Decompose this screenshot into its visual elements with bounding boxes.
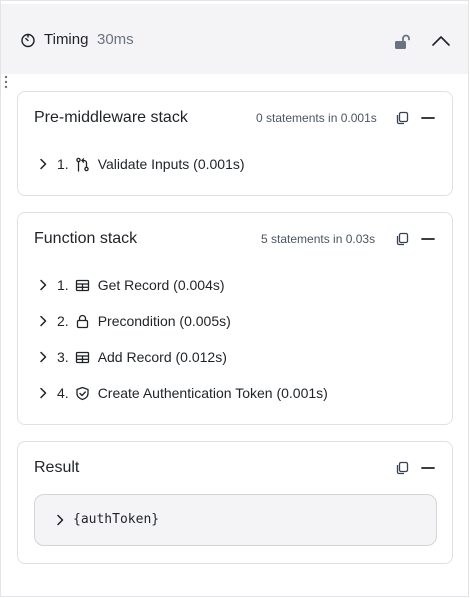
minus-icon[interactable]: [421, 111, 435, 125]
item-number: 2.: [57, 313, 69, 329]
timing-duration: 30ms: [97, 31, 134, 48]
item-number: 4.: [57, 385, 69, 401]
timer-icon: [21, 33, 35, 48]
timing-title: Timing: [44, 31, 89, 48]
minus-icon[interactable]: [421, 461, 435, 475]
list-item[interactable]: 4. Create Authentication Token (0.001s): [38, 383, 328, 403]
list-item[interactable]: 1. Validate Inputs (0.001s): [38, 154, 245, 174]
item-label: Precondition (0.005s): [97, 313, 231, 329]
chevron-right-icon: [40, 351, 47, 363]
table-icon: [75, 351, 89, 363]
function-stack-card: Function stack 5 statements in 0.03s 1. …: [17, 212, 453, 425]
list-item[interactable]: 1. Get Record (0.004s): [38, 275, 225, 295]
list-item[interactable]: 2. Precondition (0.005s): [38, 311, 231, 331]
list-item[interactable]: 3. Add Record (0.012s): [38, 347, 227, 367]
collapse-chevron-up-icon[interactable]: [430, 32, 452, 50]
chevron-right-icon: [57, 514, 64, 526]
item-label: Create Authentication Token (0.001s): [97, 385, 328, 401]
chevron-right-icon: [40, 315, 47, 327]
timing-header: Timing 30ms: [1, 4, 468, 74]
card-title: Pre-middleware stack: [34, 109, 188, 126]
lock-icon: [76, 314, 88, 328]
card-title: Result: [34, 459, 80, 476]
chevron-right-icon: [40, 158, 47, 170]
card-meta: 0 statements in 0.001s: [256, 111, 377, 125]
item-label: Get Record (0.004s): [97, 277, 225, 293]
chevron-right-icon: [40, 279, 47, 291]
shield-check-icon: [76, 386, 89, 400]
result-value-box[interactable]: {authToken}: [34, 494, 437, 546]
result-card: Result {authToken}: [17, 441, 453, 564]
card-title: Function stack: [34, 230, 138, 247]
copy-icon[interactable]: [395, 461, 409, 475]
card-meta: 5 statements in 0.03s: [261, 232, 376, 246]
item-label: Add Record (0.012s): [97, 349, 227, 365]
table-icon: [75, 279, 89, 291]
drag-handle-icon[interactable]: [4, 75, 8, 89]
item-label: Validate Inputs (0.001s): [97, 156, 245, 172]
item-number: 3.: [57, 349, 69, 365]
copy-icon[interactable]: [395, 111, 409, 125]
branch-icon: [75, 157, 89, 172]
chevron-right-icon: [40, 387, 47, 399]
copy-icon[interactable]: [395, 232, 409, 246]
minus-icon[interactable]: [421, 232, 435, 246]
result-value: {authToken}: [73, 512, 160, 527]
pre-middleware-card: Pre-middleware stack 0 statements in 0.0…: [17, 91, 453, 196]
unlock-icon[interactable]: [393, 33, 411, 51]
item-number: 1.: [57, 277, 69, 293]
item-number: 1.: [57, 156, 69, 172]
